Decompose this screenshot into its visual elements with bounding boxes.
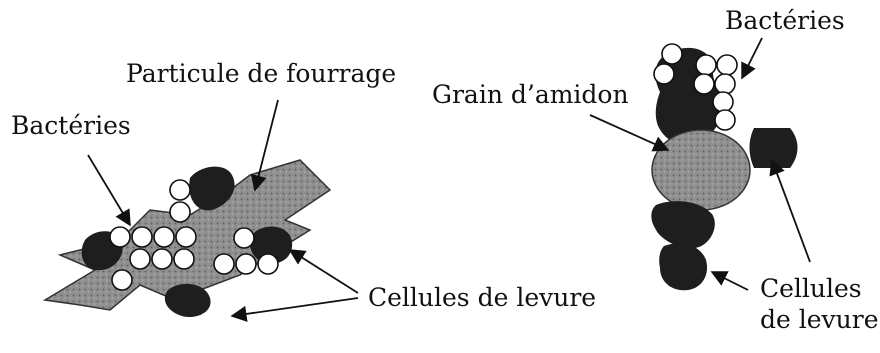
bacterium	[170, 202, 190, 222]
label-bacteria-right: Bactéries	[725, 8, 845, 33]
bacterium	[130, 249, 150, 269]
bacterium	[258, 254, 278, 274]
bacterium	[174, 249, 194, 269]
arrow-bacteria-right	[742, 38, 762, 78]
bacterium	[694, 74, 714, 94]
bacterium	[234, 228, 254, 248]
arrow-yeast-cells-a	[290, 250, 358, 293]
yeast-cell	[659, 243, 707, 290]
arrow-yeast-cells-b	[232, 298, 358, 316]
bacterium	[176, 227, 196, 247]
arrow-yeast-right-b	[712, 272, 748, 290]
arrow-yeast-right-a	[772, 160, 810, 262]
label-bacteria-left: Bactéries	[11, 113, 131, 138]
right-scene	[590, 38, 810, 290]
bacterium	[152, 249, 172, 269]
label-forage-particle: Particule de fourrage	[126, 61, 396, 86]
bacterium	[654, 64, 674, 84]
label-starch-grain: Grain d’amidon	[432, 82, 629, 107]
bacterium	[717, 55, 737, 75]
bacterium	[110, 227, 130, 247]
label-yeast-cells-right-line2: de levure	[760, 305, 879, 336]
arrow-starch-grain	[590, 115, 668, 150]
label-yeast-cells-right: Cellules de levure	[760, 274, 879, 335]
bacterium	[713, 92, 733, 112]
bacterium	[170, 180, 190, 200]
bacterium	[662, 44, 682, 64]
starch-grain	[652, 130, 750, 210]
arrow-bacteria	[88, 155, 130, 225]
bacterium	[112, 270, 132, 290]
bacterium	[132, 227, 152, 247]
bacterium	[236, 254, 256, 274]
label-yeast-cells-right-line1: Cellules	[760, 274, 879, 305]
label-yeast-cells-left: Cellules de levure	[368, 285, 596, 310]
bacterium	[696, 55, 716, 75]
bacterium	[154, 227, 174, 247]
bacterium	[214, 254, 234, 274]
bacterium	[715, 110, 735, 130]
bacterium	[715, 74, 735, 94]
